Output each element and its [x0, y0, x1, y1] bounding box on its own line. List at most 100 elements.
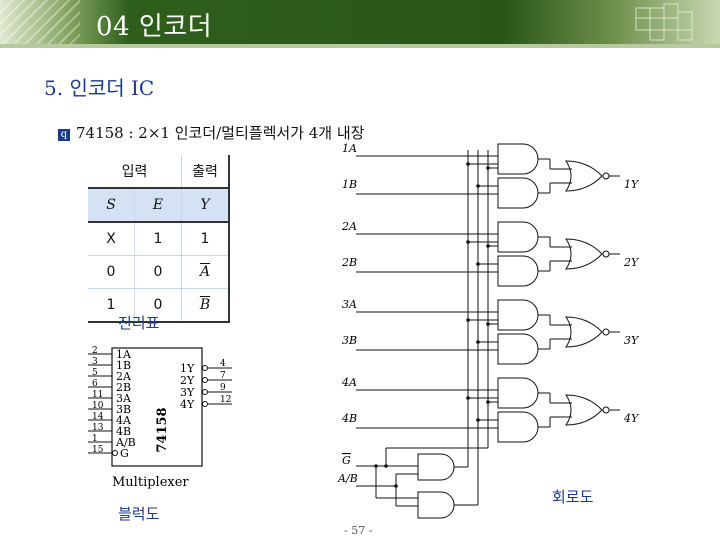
- and-gate: [497, 221, 539, 253]
- pin-number: 15: [92, 445, 104, 455]
- pin-number: 4: [220, 359, 226, 369]
- pin-label: 1Y: [180, 362, 195, 375]
- junction-dot: [384, 464, 388, 468]
- input-label: 1B: [342, 178, 357, 191]
- and-gate: [497, 333, 539, 365]
- block-diagram-caption: 블럭도: [118, 505, 160, 523]
- pin-number: 7: [220, 371, 226, 381]
- input-label: 1A: [342, 142, 357, 155]
- header-cube-decoration: [635, 3, 693, 41]
- pin-label: 4Y: [180, 398, 195, 411]
- pin-number: 14: [92, 412, 104, 422]
- control-label-g: G: [342, 454, 351, 467]
- inversion-bubble: [202, 401, 208, 407]
- inversion-bubble: [202, 365, 208, 371]
- pin-label: 4B: [116, 425, 131, 438]
- inversion-bubble: [602, 328, 610, 336]
- table-cell-complement: B: [181, 288, 230, 323]
- and-gate: [417, 453, 455, 481]
- input-label: 3B: [342, 334, 357, 347]
- or-gate: [565, 394, 603, 426]
- inversion-bubble: [112, 450, 118, 456]
- table-row: 1 0 B: [88, 288, 230, 323]
- pin-label: A/B: [115, 436, 136, 449]
- page-number: - 57 -: [344, 524, 373, 537]
- input-label: 2B: [341, 256, 357, 269]
- table-row: 0 0 A: [88, 255, 230, 289]
- input-label: 3A: [342, 298, 357, 311]
- or-gate: [565, 238, 603, 270]
- pin-label: 2Y: [180, 374, 195, 387]
- pin-number: 3: [92, 357, 98, 367]
- pin-label: 3Y: [180, 386, 195, 399]
- truth-table-caption: 진리표: [118, 314, 160, 332]
- logic-circuit-diagram: 1Y 1A 1B 2Y 2A 2B 3Y 3A 3B 4Y 4A 4B G A/B: [337, 142, 640, 519]
- pin-number: 12: [220, 395, 231, 405]
- output-label: 3Y: [624, 334, 640, 347]
- bullet-square-icon: q: [58, 129, 70, 141]
- table-cell: 0: [134, 288, 182, 323]
- and-gate: [497, 377, 539, 409]
- circuit-caption: 회로도: [552, 488, 594, 506]
- table-cell: 1: [134, 222, 182, 256]
- and-gate: [497, 299, 539, 331]
- table-cell: 1: [181, 222, 230, 256]
- bullet-item: q 74158 : 2×1 인코더/멀티플렉서가 4개 내장: [58, 122, 364, 143]
- junction-dot: [374, 464, 378, 468]
- slide-chapter-title: 04 인코더: [96, 12, 213, 42]
- pin-number: 1: [92, 434, 98, 444]
- column-header-s: S: [88, 188, 135, 223]
- pin-label: 4A: [116, 414, 132, 427]
- inversion-bubble: [602, 250, 610, 258]
- table-cell: 0: [88, 255, 135, 289]
- table-cell: X: [88, 222, 135, 256]
- header-underline: [0, 44, 720, 48]
- input-label: 2A: [341, 220, 357, 233]
- header-pattern-decoration: [0, 0, 80, 44]
- pin-label: 2A: [116, 370, 132, 383]
- or-gate: [565, 160, 603, 192]
- pin-label: 2B: [116, 381, 131, 394]
- output-label: 1Y: [624, 178, 640, 191]
- table-row: X 1 1: [88, 222, 230, 256]
- pin-number: 6: [92, 379, 98, 389]
- truth-table: 입력 출력 S E Y X 1 1 0 0 A 1 0 B: [88, 155, 230, 323]
- pin-number: 10: [92, 401, 104, 411]
- inversion-bubble: [202, 389, 208, 395]
- and-gate: [497, 143, 539, 175]
- chip-part-number: 74158: [155, 407, 170, 452]
- and-gate: [417, 491, 455, 519]
- inversion-bubble: [602, 172, 610, 180]
- output-label: 4Y: [623, 412, 640, 425]
- input-group-header: 입력: [88, 155, 182, 189]
- pin-number: 2: [92, 346, 98, 356]
- table-cell-complement: A: [181, 255, 230, 289]
- table-cell: 1: [88, 288, 135, 323]
- pin-number: 11: [92, 390, 103, 400]
- inversion-bubble: [202, 377, 208, 383]
- pin-number: 13: [92, 423, 104, 433]
- header-bar: [0, 0, 720, 44]
- input-label: 4A: [341, 376, 357, 389]
- and-gate: [497, 411, 539, 443]
- pin-number: 5: [92, 368, 98, 378]
- pin-label: 1A: [116, 348, 132, 361]
- column-header-y: Y: [181, 188, 230, 223]
- output-label: 2Y: [623, 256, 640, 269]
- column-header-e: E: [134, 188, 182, 223]
- control-label-ab: A/B: [337, 472, 358, 485]
- block-diagram-title: Multiplexer: [112, 475, 189, 490]
- pin-label: 3B: [116, 403, 131, 416]
- section-title: 5. 인코더 IC: [44, 76, 155, 100]
- output-group-header: 출력: [181, 155, 230, 189]
- pin-number: 9: [220, 383, 226, 393]
- chip-body: [111, 347, 203, 467]
- inversion-bubble: [602, 406, 610, 414]
- input-label: 4B: [341, 412, 357, 425]
- and-gate: [497, 255, 539, 287]
- and-gate: [497, 177, 539, 209]
- pin-label: G: [120, 447, 129, 460]
- table-cell: 0: [134, 255, 182, 289]
- bullet-text: 74158 : 2×1 인코더/멀티플렉서가 4개 내장: [76, 124, 365, 142]
